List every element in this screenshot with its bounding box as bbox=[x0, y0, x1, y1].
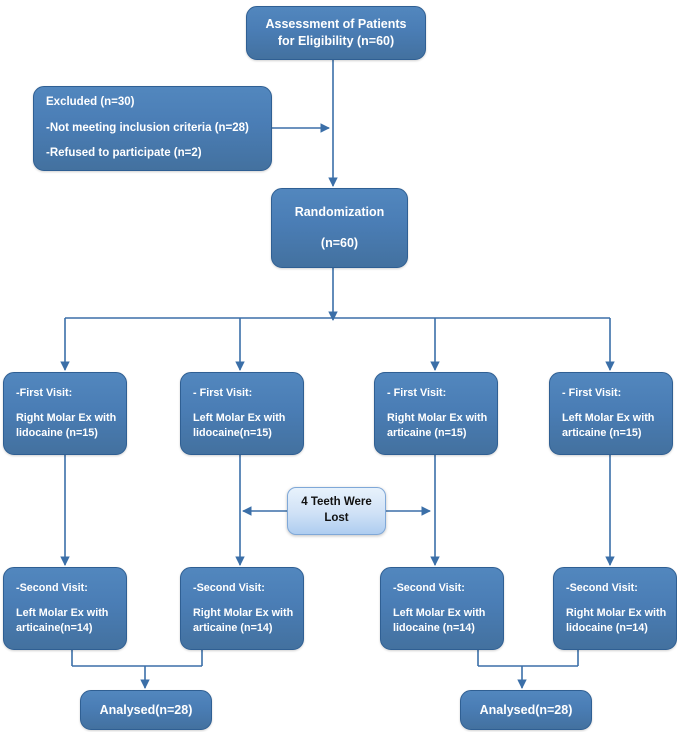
node-randomization[interactable]: Randomization (n=60) bbox=[271, 188, 408, 268]
node-first-visit-1-line-3: lidocaine (n=15) bbox=[16, 427, 98, 440]
node-first-visit-2-line-3: lidocaine(n=15) bbox=[193, 427, 272, 440]
node-second-visit-3[interactable]: -Second Visit: Left Molar Ex with lidoca… bbox=[380, 567, 504, 650]
node-assessment-line-2: for Eligibility (n=60) bbox=[277, 34, 395, 48]
node-analysed-right-line-1: Analysed(n=28) bbox=[479, 702, 573, 717]
node-second-visit-3-line-1: -Second Visit: bbox=[393, 581, 465, 594]
node-first-visit-3-line-1: - First Visit: bbox=[387, 386, 447, 399]
node-second-visit-3-line-2: Left Molar Ex with bbox=[393, 606, 486, 619]
node-first-visit-1-line-2: Right Molar Ex with bbox=[16, 411, 117, 424]
node-second-visit-1-line-1: -Second Visit: bbox=[16, 581, 88, 594]
node-first-visit-2-line-1: - First Visit: bbox=[193, 386, 253, 399]
node-teeth-lost-line-1: 4 Teeth Were bbox=[301, 496, 372, 509]
node-first-visit-2[interactable]: - First Visit: Left Molar Ex with lidoca… bbox=[180, 372, 304, 455]
node-excluded-line-3: -Refused to participate (n=2) bbox=[46, 147, 202, 160]
node-first-visit-2-line-2: Left Molar Ex with bbox=[193, 411, 286, 424]
node-randomization-line-2: (n=60) bbox=[320, 236, 359, 250]
node-teeth-lost-line-2: Lost bbox=[324, 512, 349, 524]
node-second-visit-2-line-1: -Second Visit: bbox=[193, 581, 265, 594]
node-assessment-of-patients[interactable]: Assessment of Patients for Eligibility (… bbox=[246, 6, 426, 60]
node-first-visit-3[interactable]: - First Visit: Right Molar Ex with artic… bbox=[374, 372, 498, 455]
node-excluded[interactable]: Excluded (n=30) -Not meeting inclusion c… bbox=[33, 86, 272, 171]
node-first-visit-4-line-3: articaine (n=15) bbox=[562, 427, 642, 440]
node-second-visit-4[interactable]: -Second Visit: Right Molar Ex with lidoc… bbox=[553, 567, 677, 650]
node-second-visit-2-line-2: Right Molar Ex with bbox=[193, 606, 294, 619]
node-randomization-line-1: Randomization bbox=[294, 205, 385, 220]
node-second-visit-1-line-2: Left Molar Ex with bbox=[16, 606, 109, 619]
node-first-visit-4-line-1: - First Visit: bbox=[562, 386, 622, 399]
node-second-visit-4-line-3: lidocaine (n=14) bbox=[566, 622, 648, 635]
node-second-visit-1-line-3: articaine(n=14) bbox=[16, 622, 93, 635]
node-analysed-right[interactable]: Analysed(n=28) bbox=[460, 690, 592, 730]
node-second-visit-3-line-3: lidocaine (n=14) bbox=[393, 622, 475, 635]
node-first-visit-3-line-2: Right Molar Ex with bbox=[387, 411, 488, 424]
node-first-visit-4-line-2: Left Molar Ex with bbox=[562, 411, 655, 424]
node-analysed-left[interactable]: Analysed(n=28) bbox=[80, 690, 212, 730]
node-excluded-line-1: Excluded (n=30) bbox=[46, 96, 135, 109]
node-second-visit-4-line-1: -Second Visit: bbox=[566, 581, 638, 594]
node-first-visit-4[interactable]: - First Visit: Left Molar Ex with artica… bbox=[549, 372, 673, 455]
node-teeth-lost[interactable]: 4 Teeth Were Lost bbox=[287, 487, 386, 535]
node-analysed-left-line-1: Analysed(n=28) bbox=[99, 702, 193, 717]
node-first-visit-1[interactable]: -First Visit: Right Molar Ex with lidoca… bbox=[3, 372, 127, 455]
node-second-visit-4-line-2: Right Molar Ex with bbox=[566, 606, 667, 619]
node-assessment-line-1: Assessment of Patients bbox=[265, 17, 407, 32]
node-second-visit-1[interactable]: -Second Visit: Left Molar Ex with artica… bbox=[3, 567, 127, 650]
node-first-visit-1-line-1: -First Visit: bbox=[16, 386, 73, 399]
node-excluded-line-2: -Not meeting inclusion criteria (n=28) bbox=[46, 121, 249, 134]
node-second-visit-2-line-3: articaine (n=14) bbox=[193, 622, 273, 635]
node-second-visit-2[interactable]: -Second Visit: Right Molar Ex with artic… bbox=[180, 567, 304, 650]
node-first-visit-3-line-3: articaine (n=15) bbox=[387, 427, 467, 440]
